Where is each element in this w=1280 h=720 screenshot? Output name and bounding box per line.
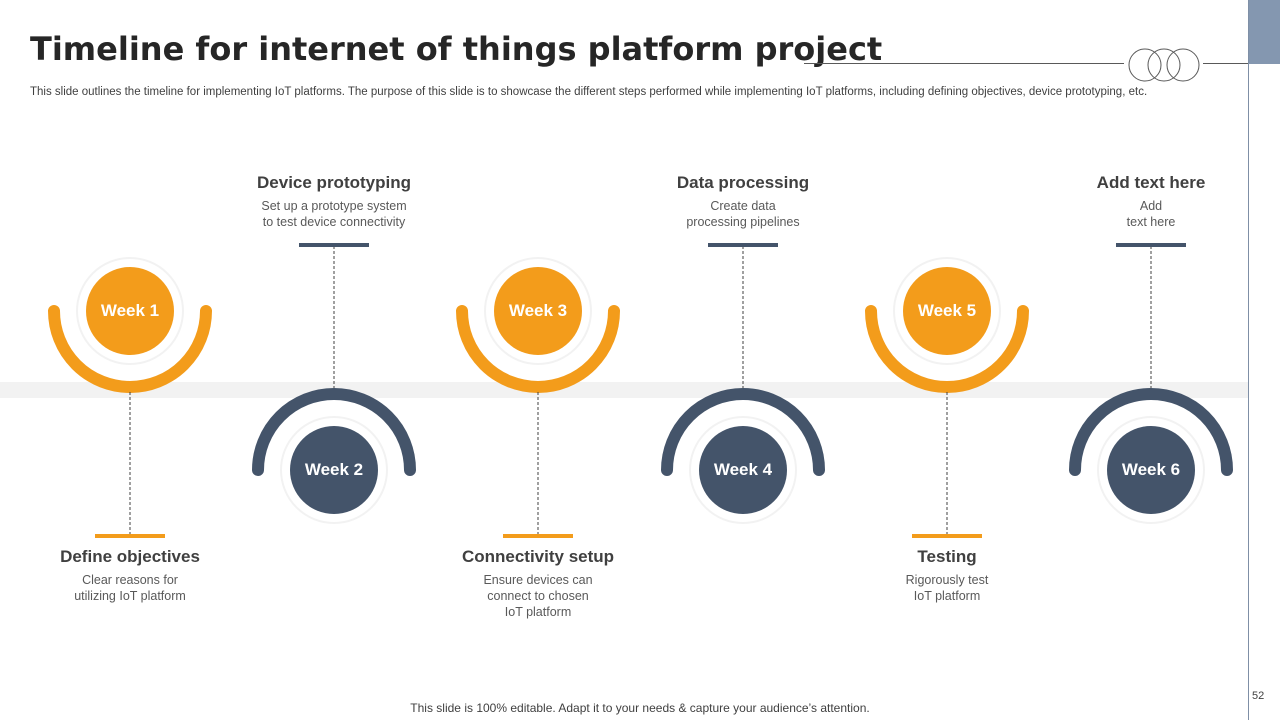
week-4-circle bbox=[699, 426, 787, 514]
week-3-circle bbox=[494, 267, 582, 355]
timeline-track bbox=[0, 382, 1248, 398]
right-border-rule bbox=[1248, 0, 1249, 720]
week-5-arc bbox=[865, 305, 1029, 393]
rings-icon bbox=[1128, 48, 1200, 82]
week-2-arc bbox=[252, 388, 416, 476]
week-4-ring bbox=[689, 416, 797, 524]
week-4-arc bbox=[661, 388, 825, 476]
step-2-description: Set up a prototype system to test device… bbox=[261, 199, 407, 229]
week-1-label: Week 1 bbox=[100, 301, 160, 320]
week-4-label: Week 4 bbox=[713, 460, 773, 479]
week-3-ring bbox=[484, 257, 592, 365]
title-rule-right bbox=[1203, 63, 1249, 64]
step-4-title: Data processing bbox=[676, 173, 810, 192]
step-1-description: Clear reasons for utilizing IoT platform bbox=[74, 573, 186, 603]
week-2-label: Week 2 bbox=[304, 460, 364, 479]
step-6-title: Add text here bbox=[1096, 173, 1206, 192]
step-3-title: Connectivity setup bbox=[461, 547, 615, 566]
step-6-description: Add text here bbox=[1126, 199, 1176, 229]
week-5-ring bbox=[893, 257, 1001, 365]
week-1-circle bbox=[86, 267, 174, 355]
week-2-ring bbox=[280, 416, 388, 524]
title-rule bbox=[804, 63, 1124, 64]
week-6-circle bbox=[1107, 426, 1195, 514]
week-1-arc bbox=[48, 305, 212, 393]
step-3-description: Ensure devices can connect to chosen IoT… bbox=[483, 573, 593, 619]
page-number: 52 bbox=[1252, 690, 1265, 702]
step-2-title: Device prototyping bbox=[257, 173, 411, 192]
footer-note: This slide is 100% editable. Adapt it to… bbox=[410, 701, 870, 715]
corner-accent bbox=[1249, 0, 1280, 64]
step-5-title: Testing bbox=[917, 547, 977, 566]
step-1-title: Define objectives bbox=[60, 547, 200, 566]
week-2-circle bbox=[290, 426, 378, 514]
week-6-label: Week 6 bbox=[1121, 460, 1181, 479]
week-3-arc bbox=[456, 305, 620, 393]
week-6-ring bbox=[1097, 416, 1205, 524]
week-5-circle bbox=[903, 267, 991, 355]
page-title: Timeline for internet of things platform… bbox=[30, 30, 883, 68]
step-4-description: Create data processing pipelines bbox=[686, 199, 800, 229]
week-1-ring bbox=[76, 257, 184, 365]
week-5-label: Week 5 bbox=[917, 301, 977, 320]
week-3-label: Week 3 bbox=[508, 301, 568, 320]
step-5-description: Rigorously test IoT platform bbox=[905, 573, 989, 603]
week-6-arc bbox=[1069, 388, 1233, 476]
page-subtitle: This slide outlines the timeline for imp… bbox=[30, 86, 1148, 98]
